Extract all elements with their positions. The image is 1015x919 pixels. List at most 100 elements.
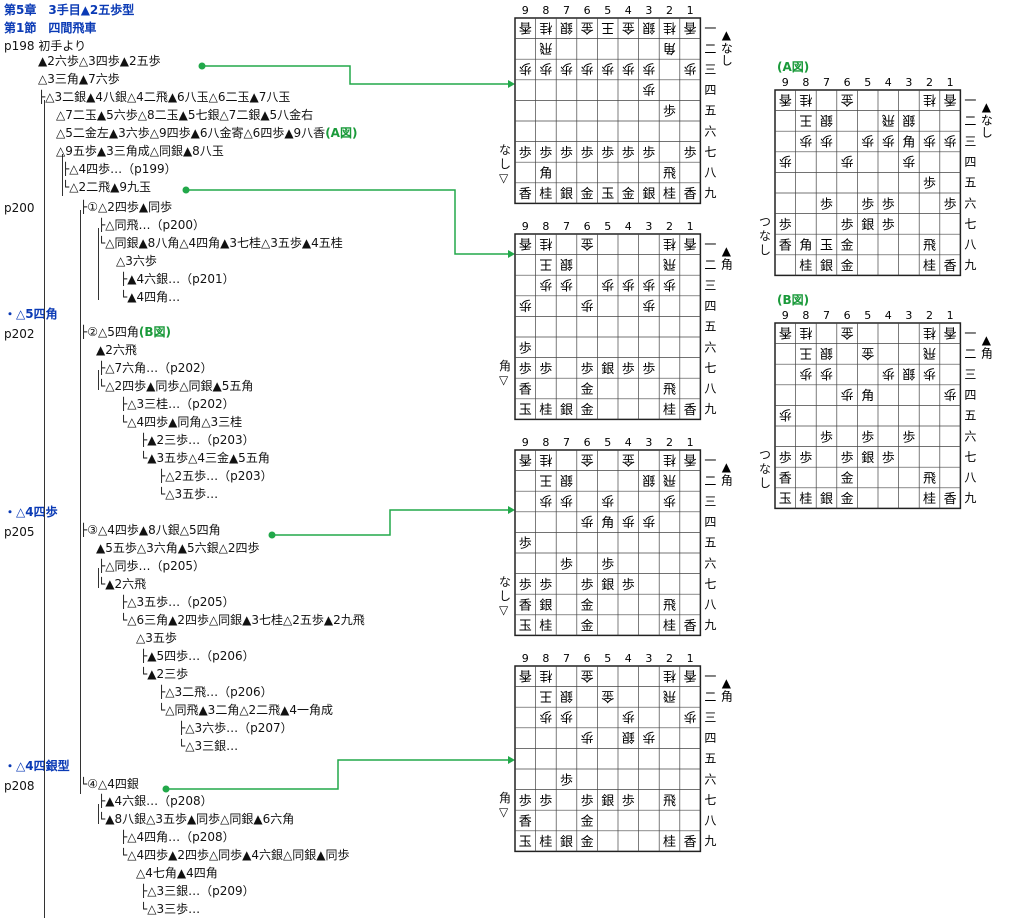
variation-line: △3三角▲7六歩 — [38, 71, 120, 88]
shogi-piece: 金 — [841, 238, 854, 254]
rank-label: 四 — [704, 83, 716, 97]
rank-label: 二 — [704, 474, 716, 488]
shogi-piece: 銀 — [601, 362, 614, 377]
move-sequence: └△3三銀… — [178, 739, 239, 753]
rank-label: 六 — [704, 340, 716, 354]
shogi-piece: 玉 — [519, 403, 532, 418]
shogi-piece: 金 — [581, 667, 594, 683]
shogi-piece: 飛 — [663, 599, 676, 614]
arrow-to-board-4 — [166, 759, 508, 790]
rank-label: 四 — [704, 515, 716, 529]
shogi-piece: 銀 — [622, 729, 635, 744]
variation-line: ├△7六角…（p202） — [98, 360, 213, 377]
shogi-piece: 桂 — [923, 259, 936, 274]
file-label: 6 — [584, 436, 591, 449]
shogi-piece: 歩 — [539, 362, 552, 377]
shogi-piece: 歩 — [539, 578, 552, 593]
variation-line: △5二金左▲3六歩△9四歩▲6八金寄△6四歩▲9八香(A図) — [56, 125, 357, 142]
variation-line: ├△3三銀…（p209） — [140, 883, 255, 900]
white-hand: つなし — [759, 215, 772, 258]
file-label: 5 — [604, 652, 611, 665]
shogi-piece: 香 — [684, 835, 697, 850]
file-label: 5 — [604, 220, 611, 233]
shogi-piece: 歩 — [799, 451, 812, 466]
variation-line: ├△同歩…（p205） — [98, 558, 205, 575]
shogi-piece: 歩 — [581, 578, 594, 593]
move-sequence: △4七角▲4四角 — [136, 866, 218, 880]
move-sequence: ├△3三桂…（p202） — [120, 397, 235, 411]
rank-label: 二 — [964, 347, 976, 361]
shogi-piece: 香 — [684, 667, 697, 682]
shogi-piece: 銀 — [820, 112, 833, 127]
file-label: 5 — [604, 436, 611, 449]
variation-line: ├③△4四歩▲8八銀△5四角 — [80, 522, 221, 539]
rank-label: 八 — [704, 598, 716, 612]
shogi-piece: 歩 — [663, 277, 676, 292]
shogi-piece: 金 — [841, 258, 854, 274]
shogi-piece: 歩 — [581, 513, 594, 528]
shogi-piece: 金 — [581, 598, 594, 614]
shogi-piece: 香 — [684, 19, 697, 34]
move-sequence: ├▲4六銀…（p201） — [120, 272, 235, 286]
shogi-piece: 飛 — [663, 472, 676, 487]
shogi-piece: 歩 — [519, 794, 532, 809]
shogi-piece: 歩 — [560, 277, 573, 292]
shogi-piece: 香 — [519, 235, 532, 250]
rank-label: 九 — [704, 402, 716, 416]
rank-label: 三 — [704, 711, 716, 725]
shogi-piece: 銀 — [560, 187, 573, 202]
move-sequence: ▲2六歩△3四歩▲2五歩 — [38, 54, 161, 68]
shogi-piece: 桂 — [663, 667, 676, 682]
shogi-piece: 歩 — [882, 366, 895, 381]
shogi-piece: 香 — [519, 599, 532, 614]
shogi-piece: 飛 — [923, 239, 936, 254]
variation-line: └▲3五歩△4三金▲5五角 — [140, 450, 270, 467]
shogi-piece: 歩 — [622, 513, 635, 528]
variation-line: └△2四歩▲同歩△同銀▲5五角 — [98, 378, 253, 395]
shogi-piece: 歩 — [882, 218, 895, 233]
rank-label: 二 — [704, 42, 716, 56]
move-sequence: └△6三角▲2四歩△同銀▲3七桂△2五歩▲2九飛 — [120, 613, 365, 627]
shogi-piece: 金 — [581, 402, 594, 418]
black-hand: ▲角 — [719, 460, 733, 487]
file-label: 8 — [802, 309, 809, 322]
shogi-piece: 歩 — [923, 366, 936, 381]
shogi-piece: 歩 — [581, 297, 594, 312]
shogi-piece: 歩 — [923, 133, 936, 148]
file-label: 2 — [926, 309, 933, 322]
variation-line: ├▲5四歩…（p206） — [140, 648, 255, 665]
file-label: 8 — [542, 220, 549, 233]
rank-label: 七 — [704, 577, 716, 591]
shogi-piece: 香 — [684, 451, 697, 466]
file-label: 8 — [542, 652, 549, 665]
file-label: 7 — [563, 652, 570, 665]
move-sequence: ├△4四歩…（p199） — [62, 162, 177, 176]
variation-line: └④△4四銀 — [80, 776, 139, 793]
file-label: 3 — [645, 436, 652, 449]
file-label: 1 — [947, 76, 954, 89]
shogi-piece: 歩 — [519, 537, 532, 552]
shogi-piece: 歩 — [841, 153, 854, 168]
rank-label: 八 — [704, 382, 716, 396]
shogi-piece: 歩 — [799, 366, 812, 381]
shogi-piece: 銀 — [560, 688, 573, 703]
variation-line: ├△3六歩…（p207） — [178, 720, 293, 737]
shogi-piece: 銀 — [902, 112, 915, 127]
rank-label: 五 — [704, 320, 716, 334]
move-sequence: △3五歩 — [136, 631, 177, 645]
rank-label: 八 — [964, 471, 976, 485]
shogi-piece: 銀 — [601, 578, 614, 593]
shogi-piece: 桂 — [539, 235, 552, 250]
shogi-piece: 歩 — [779, 451, 792, 466]
diagram-caption: (A図) — [777, 60, 810, 74]
shogi-piece: 歩 — [519, 146, 532, 161]
rank-label: 五 — [704, 104, 716, 118]
file-label: 1 — [687, 436, 694, 449]
move-sequence: ├▲2三歩…（p203） — [140, 433, 255, 447]
file-label: 4 — [625, 220, 632, 233]
move-sequence: △9五歩▲3三角成△同銀▲8八玉 — [56, 144, 224, 158]
shogi-piece: 歩 — [684, 709, 697, 724]
